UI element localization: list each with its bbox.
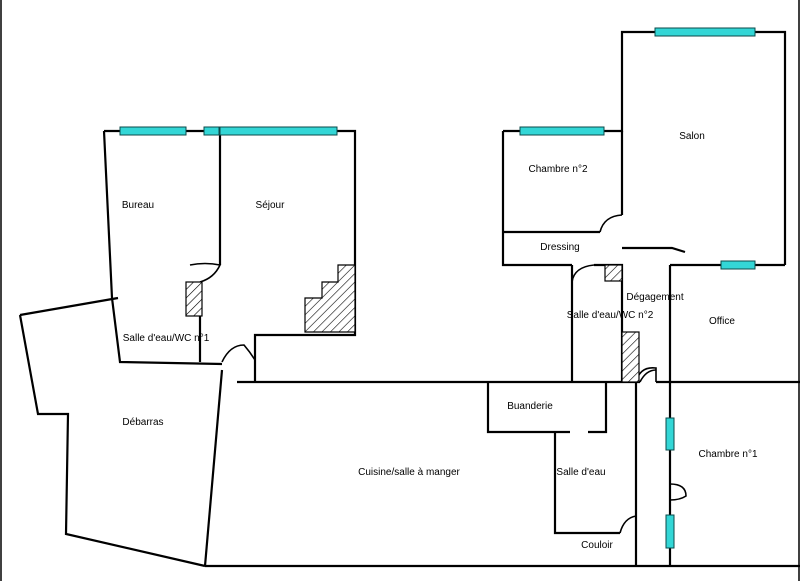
room-label-dressing: Dressing bbox=[540, 242, 580, 253]
room-label-cuisine: Cuisine/salle à manger bbox=[358, 467, 460, 478]
windows bbox=[119, 27, 756, 549]
middle-block-walls bbox=[205, 380, 800, 568]
room-label-chambre-2: Chambre n°2 bbox=[528, 164, 588, 175]
room-label-buanderie: Buanderie bbox=[507, 401, 553, 412]
room-label-chambre-1: Chambre n°1 bbox=[698, 449, 758, 460]
room-label-salon: Salon bbox=[679, 131, 705, 142]
room-label-degagement: Dégagement bbox=[626, 292, 684, 303]
room-label-office: Office bbox=[709, 316, 735, 327]
debarras-walls bbox=[18, 296, 224, 568]
left-block-walls bbox=[102, 129, 357, 382]
room-label-bureau: Bureau bbox=[121, 200, 155, 211]
room-label-sejour: Séjour bbox=[255, 200, 285, 211]
doors bbox=[189, 214, 687, 534]
room-label-couloir: Couloir bbox=[581, 540, 613, 551]
room-label-salle-eau: Salle d'eau bbox=[556, 467, 606, 478]
shafts bbox=[185, 264, 640, 383]
room-label-debarras: Débarras bbox=[122, 417, 164, 428]
room-label-salle-eau-wc-1: Salle d'eau/WC n°1 bbox=[122, 333, 210, 344]
room-label-salle-eau-wc-2: Salle d'eau/WC n°2 bbox=[566, 310, 654, 321]
